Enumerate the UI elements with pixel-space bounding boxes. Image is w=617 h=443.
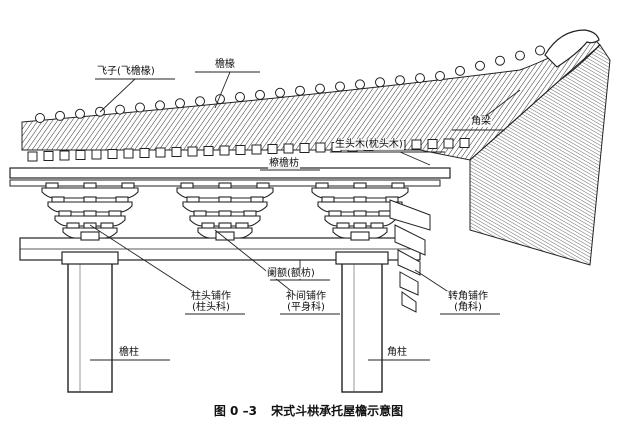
rafter-end <box>43 151 54 161</box>
rafter-end <box>315 142 326 153</box>
rafter-end <box>411 139 422 150</box>
tile-end <box>255 89 265 100</box>
rafter-end <box>443 138 454 149</box>
tile-end <box>335 81 345 92</box>
rafter-end <box>251 144 262 155</box>
label-eave-rafter: 檐椽 <box>214 59 236 70</box>
bracket-set <box>311 182 409 241</box>
tile-end <box>475 60 485 71</box>
label-hip-rafter: 角梁 <box>470 116 492 127</box>
label-raising-block: 生头木(枕头木) <box>334 139 404 150</box>
tile-end <box>115 104 125 115</box>
rafter-end <box>107 149 118 159</box>
corner-column <box>341 261 383 393</box>
rafter-end <box>187 146 198 157</box>
tile-end <box>295 85 305 96</box>
corner-roof-slope <box>469 44 611 266</box>
label-corner-bracket: 转角铺作 (角科) <box>447 291 489 313</box>
rafter-end <box>75 150 86 160</box>
eave-column <box>67 261 113 393</box>
label-purlin-beam: 橑檐枋 <box>268 158 300 169</box>
label-lintel: 阑额(额枋) <box>266 268 316 279</box>
tile-end <box>355 79 365 90</box>
tile-end <box>395 75 405 86</box>
figure-number: 图 0 –3 <box>213 404 257 418</box>
rafter-end <box>123 148 134 159</box>
label-corner-bracket-main: 转角铺作 <box>448 291 488 302</box>
bracket-set <box>176 182 274 241</box>
rafter-end <box>155 147 166 158</box>
tile-end <box>195 96 205 107</box>
rafter-end <box>219 145 230 156</box>
rafter-end <box>139 148 150 158</box>
label-corner-bracket-sub: (角科) <box>454 302 482 313</box>
rafter-end <box>427 139 438 149</box>
label-column-bracket: 柱头铺作 (柱头科) <box>190 291 232 313</box>
corner-bracket-set <box>389 199 431 313</box>
tile-end <box>175 98 185 109</box>
tile-end <box>495 55 505 66</box>
rafter-end <box>283 143 294 154</box>
tile-end <box>315 83 325 94</box>
bracket-set <box>41 182 139 241</box>
rafter-end <box>27 151 38 162</box>
label-intermediate-bracket-sub: (平身科) <box>287 302 325 313</box>
rafter-end <box>459 138 470 148</box>
rafter-end <box>299 143 310 153</box>
label-flying-rafter: 飞子(飞檐椽) <box>96 66 156 77</box>
label-eave-column: 檐柱 <box>118 347 140 358</box>
tile-end <box>55 110 65 121</box>
ridge-ornament <box>544 29 600 68</box>
tile-end <box>435 71 445 81</box>
label-column-bracket-main: 柱头铺作 <box>191 291 231 302</box>
rafter-end <box>59 150 70 161</box>
figure-caption: 图 0 –3 宋式斗栱承托屋檐示意图 <box>0 402 617 419</box>
tile-end <box>155 100 165 111</box>
tile-end <box>75 108 85 119</box>
tile-end <box>535 45 545 56</box>
label-intermediate-bracket: 补间铺作 (平身科) <box>285 291 327 313</box>
bracket-sets <box>41 182 409 241</box>
tile-end <box>35 113 45 123</box>
tile-end <box>415 73 425 84</box>
tile-end <box>275 87 285 98</box>
label-intermediate-bracket-main: 补间铺作 <box>286 291 326 302</box>
tile-end <box>455 65 465 76</box>
rafter-end <box>203 146 214 156</box>
eave-purlin-beam <box>9 167 451 179</box>
tile-end-row <box>35 45 545 123</box>
label-column-bracket-sub: (柱头科) <box>192 302 230 313</box>
tile-end <box>515 50 525 61</box>
rafter-end <box>267 144 278 154</box>
label-corner-column: 角柱 <box>386 347 408 358</box>
rafter-end <box>91 149 102 160</box>
tile-end <box>375 77 385 88</box>
tile-end <box>135 102 145 113</box>
figure-title: 宋式斗栱承托屋檐示意图 <box>271 404 404 418</box>
rafter-end <box>235 145 246 155</box>
tile-end <box>235 92 245 102</box>
rafter-end <box>171 147 182 157</box>
